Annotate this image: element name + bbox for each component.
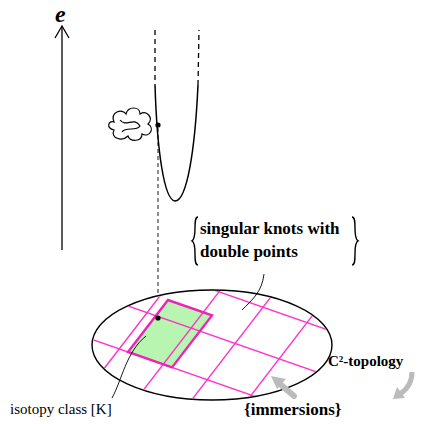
set-label: {immersions} (244, 400, 341, 420)
curly-brace (192, 217, 198, 265)
curly-brace (352, 217, 358, 265)
topology-label: C²-topology (328, 352, 403, 370)
region-label: singular knots with double points (200, 218, 350, 264)
axis-label: e (55, 0, 66, 29)
callout-label: isotopy class [K] (10, 400, 112, 418)
